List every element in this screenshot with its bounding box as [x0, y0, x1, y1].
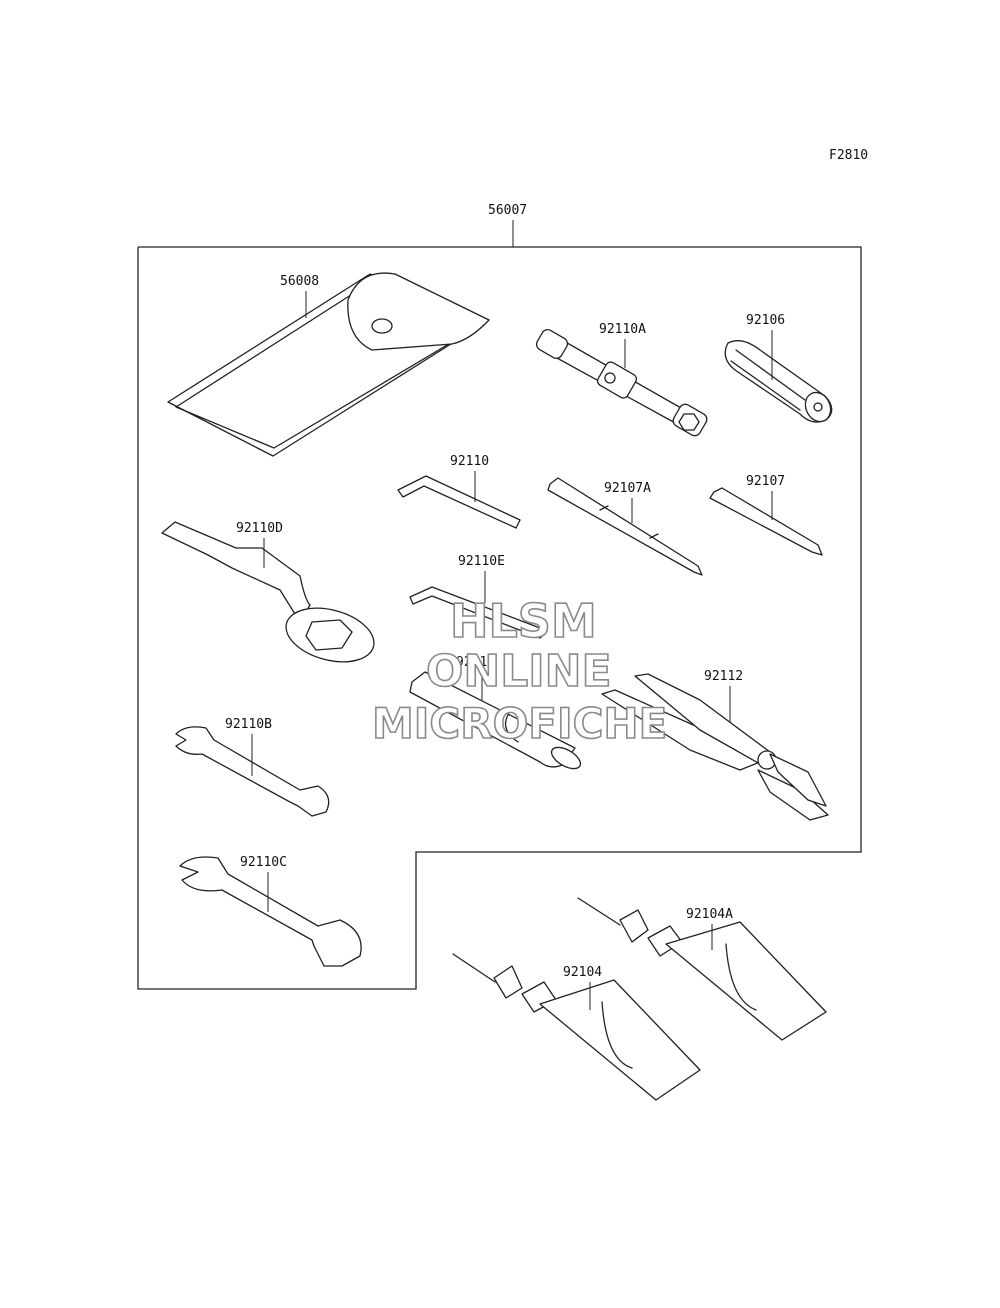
label-92110D: 92110D: [236, 521, 283, 536]
assembly-frame: [137, 246, 862, 990]
screwdriver-bit-92107A[interactable]: [547, 477, 703, 576]
watermark-line1: HLSM: [450, 594, 597, 648]
label-92104: 92104: [563, 965, 602, 980]
screwdriver-grip-92106[interactable]: [724, 340, 835, 426]
label-92107: 92107: [746, 474, 785, 489]
hex-key-92110[interactable]: [397, 475, 521, 529]
label-92110C: 92110C: [240, 855, 287, 870]
grease-tube-92104[interactable]: [452, 953, 701, 1101]
box-wrench-92110A[interactable]: [534, 327, 709, 437]
label-92110E: 92110E: [458, 554, 505, 569]
label-56008: 56008: [280, 274, 319, 289]
watermark-line3: MICROFICHE: [372, 699, 667, 748]
label-92110B: 92110B: [225, 717, 272, 732]
label-92107A: 92107A: [604, 481, 651, 496]
open-end-wrench-92110C[interactable]: [179, 856, 362, 967]
hex-key-92110E[interactable]: [409, 586, 544, 639]
grease-tube-92104A[interactable]: [577, 897, 827, 1041]
label-92110: 92110: [450, 454, 489, 469]
handle-92111[interactable]: [409, 671, 584, 773]
label-92112: 92112: [704, 669, 743, 684]
watermark-line2: ONLINE: [426, 646, 612, 697]
pliers-92112[interactable]: [601, 673, 829, 821]
tool-pouch-56008[interactable]: [167, 272, 490, 457]
label-56007: 56007: [488, 203, 527, 218]
label-92106: 92106: [746, 313, 785, 328]
screwdriver-bit-92107[interactable]: [709, 487, 823, 556]
watermark: HLSM ONLINE MICROFICHE: [371, 593, 668, 749]
label-92104A: 92104A: [686, 907, 733, 922]
ring-spanner-92110D[interactable]: [161, 521, 380, 671]
figure-code: F2810: [829, 148, 868, 163]
label-92110A: 92110A: [599, 322, 646, 337]
label-92111: 92111: [456, 655, 495, 670]
